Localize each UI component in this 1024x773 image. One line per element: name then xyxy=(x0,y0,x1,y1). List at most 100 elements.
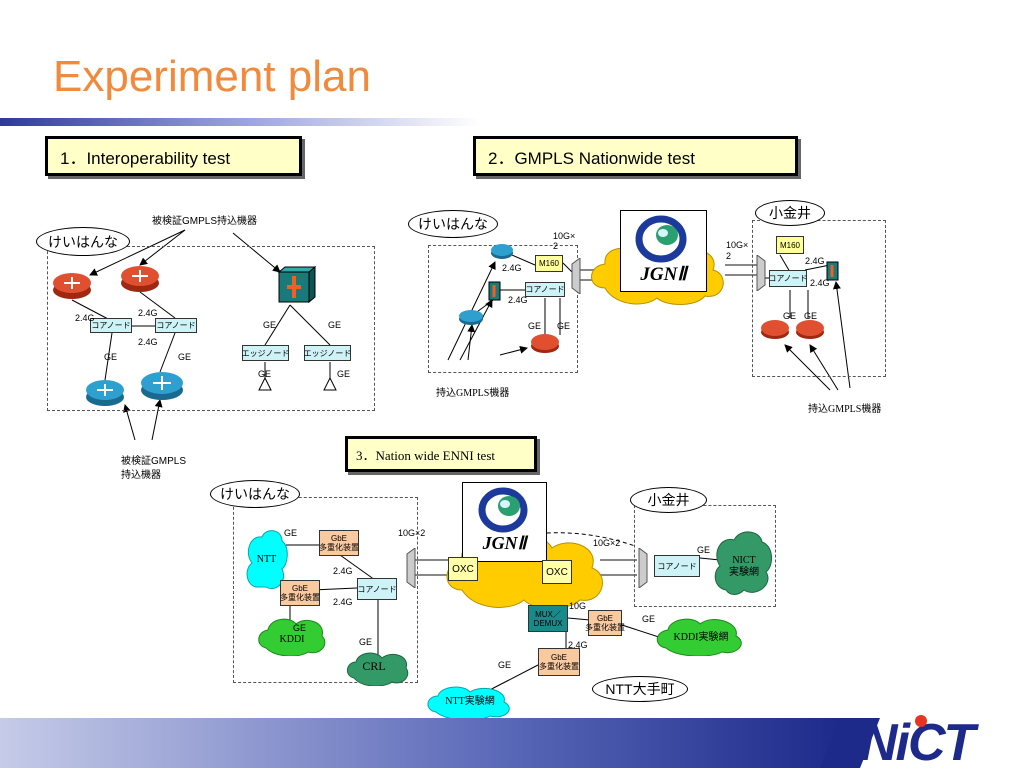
jgn-logo-icon xyxy=(478,487,528,533)
link-label: GE xyxy=(557,321,571,331)
link-label: 2.4G xyxy=(333,566,353,576)
fiber-connector-icon xyxy=(571,258,581,294)
link-label: GE xyxy=(263,320,277,330)
section2-heading-text: 2．GMPLS Nationwide test xyxy=(488,148,695,168)
kddi-cloud-label: KDDI xyxy=(256,627,328,653)
link-label: 2.4G xyxy=(805,256,825,266)
link-label: GE xyxy=(258,369,272,379)
router-blue-icon xyxy=(86,380,124,406)
jgn-logo-text: JGNⅡ xyxy=(640,264,687,285)
gbe-mux-line2: 多重化装置 xyxy=(539,662,579,671)
link-label-10g-count: 2 xyxy=(553,241,559,251)
link-label: GE xyxy=(359,637,373,647)
section1-frame xyxy=(47,246,375,411)
fiber-connector-icon xyxy=(406,548,416,588)
link-label: GE xyxy=(804,311,818,321)
link-label: GE xyxy=(284,528,298,538)
fiber-connector-icon xyxy=(638,548,648,588)
core-node: コアノード xyxy=(90,318,132,333)
core-node: コアノード xyxy=(155,318,197,333)
gbe-mux-line1: GbE xyxy=(291,584,308,593)
link-label-10g: 10G xyxy=(569,601,587,611)
link-label: GE xyxy=(642,614,656,624)
link-label: 2.4G xyxy=(502,263,522,273)
section3-site-right-label: 小金井 xyxy=(647,492,690,508)
link-label: GE xyxy=(337,369,351,379)
section2-frame-right xyxy=(752,220,886,377)
link-label: GE xyxy=(697,545,711,555)
jgn-logo-text: JGNⅡ xyxy=(482,533,527,553)
section2-site-right-label: 小金井 xyxy=(769,205,811,221)
section3-site-left-bubble: けいはんな xyxy=(210,480,300,508)
section1-callout-bottom-2: 持込機器 xyxy=(121,470,161,481)
mux-demux-line2: DEMUX xyxy=(533,618,563,628)
gbe-mux-line1: GbE xyxy=(330,534,347,543)
switch-icon xyxy=(277,266,317,304)
kddi-net-cloud-icon xyxy=(656,618,742,656)
link-label: GE xyxy=(178,352,192,362)
jgn-logo-icon xyxy=(635,215,687,263)
title-rule xyxy=(0,118,480,126)
section3-site-left-label: けいはんな xyxy=(220,486,290,502)
fiber-connector-icon xyxy=(756,255,766,291)
oxc-node: OXC xyxy=(542,560,572,584)
section2-site-left-bubble: けいはんな xyxy=(408,210,498,238)
section3-site-bottom-bubble: NTT大手町 xyxy=(592,676,688,702)
kddi-cloud-text: KDDI xyxy=(279,634,305,645)
gbe-mux-line2: 多重化装置 xyxy=(585,623,625,632)
section2-heading: 2．GMPLS Nationwide test xyxy=(473,136,798,176)
gbe-mux-line1: GbE xyxy=(596,614,613,623)
section3-site-right-bubble: 小金井 xyxy=(630,487,707,513)
nict-cloud-text-1: NICT xyxy=(732,555,756,566)
link-label-10g2: 10G×2 xyxy=(398,528,426,538)
router-red-icon xyxy=(761,320,789,339)
router-blue-icon xyxy=(459,310,483,325)
router-red-icon xyxy=(121,266,159,292)
link-label: GE xyxy=(528,321,542,331)
link-label: 2.4G xyxy=(810,278,830,288)
kddi-cloud-icon xyxy=(258,618,326,656)
link-label: GE xyxy=(498,660,512,670)
link-label: 2.4G xyxy=(138,308,158,318)
ntt-cloud-label: NTT xyxy=(256,554,277,565)
gbe-mux-line1: GbE xyxy=(550,653,567,662)
crl-cloud-label: CRL xyxy=(362,659,386,673)
slide-title: Experiment plan xyxy=(53,52,371,101)
link-label: 2.4G xyxy=(75,313,95,323)
section3-frame-right xyxy=(634,505,776,607)
section1-site-bubble: けいはんな xyxy=(36,227,130,256)
section1-callout-bottom-1: 被検証GMPLS xyxy=(121,456,187,467)
router-red-icon xyxy=(796,320,824,339)
switch-icon xyxy=(488,281,501,301)
mux-demux-line1: MUX／ xyxy=(535,609,561,619)
section1-heading-text: 1．Interoperability test xyxy=(60,148,231,168)
core-node: コアノード xyxy=(525,282,565,297)
section1-heading: 1．Interoperability test xyxy=(45,136,302,176)
kddi-net-cloud-label: KDDI実験網 xyxy=(673,632,729,643)
nict-cloud-icon xyxy=(714,531,772,595)
jgn-logo-box: JGNⅡ xyxy=(620,210,707,292)
section2-caption-left: 持込GMPLS機器 xyxy=(436,388,510,399)
nict-logo-dot-icon xyxy=(915,715,927,727)
ntt-net-cloud-icon xyxy=(427,686,510,720)
section1-callout-top: 被検証GMPLS持込機器 xyxy=(152,216,258,227)
core-node: コアノード xyxy=(357,578,397,600)
section2-site-left-label: けいはんな xyxy=(418,216,488,232)
nict-cloud-text-2: 実験網 xyxy=(729,567,759,578)
link-label: GE xyxy=(104,352,118,362)
ntt-net-cloud-label: NTT実験網 xyxy=(445,696,495,707)
core-node: コアノード xyxy=(768,270,808,287)
link-label: 2.4G xyxy=(508,295,528,305)
link-label: GE xyxy=(328,320,342,330)
ntt-cloud-icon xyxy=(246,530,288,589)
section1-site-label: けいはんな xyxy=(48,233,118,250)
section2-site-right-bubble: 小金井 xyxy=(755,200,825,226)
gbe-mux-line2: 多重化装置 xyxy=(280,593,320,602)
section3-frame-left xyxy=(233,497,418,683)
